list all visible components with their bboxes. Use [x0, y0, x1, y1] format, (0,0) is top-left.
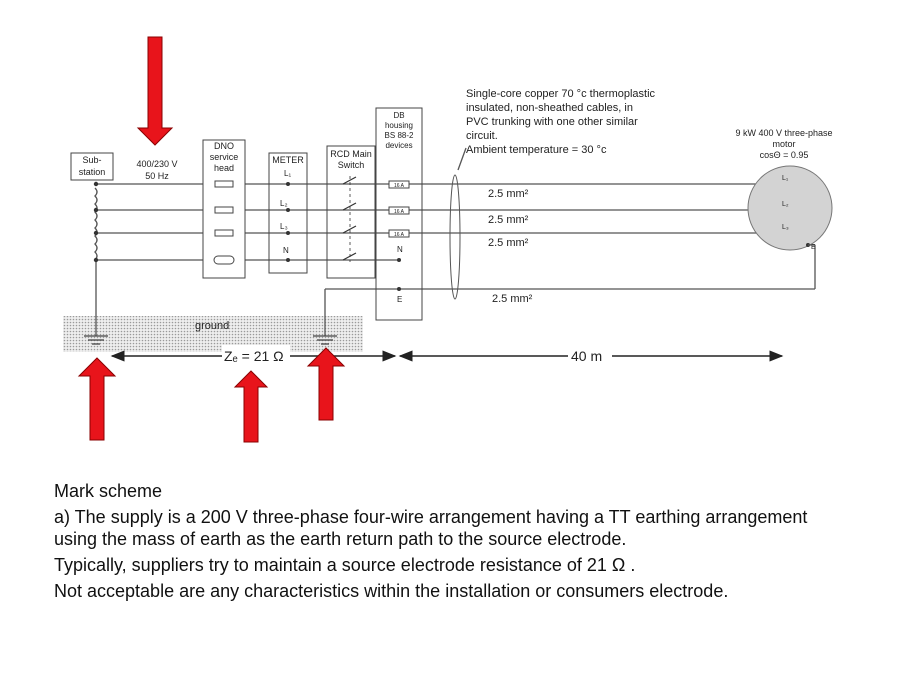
motor-e: E [811, 244, 816, 251]
transformer-winding [94, 187, 98, 261]
db-label-3: BS 88-2 [385, 131, 414, 140]
substation-label-1: Sub- [82, 155, 101, 165]
motor-circle [747, 165, 833, 251]
meter-dot-1 [286, 182, 290, 186]
cable-note-2: insulated, non-sheathed cables, in [466, 102, 633, 114]
ground-label: ground [195, 320, 229, 332]
rcd-label-2: Switch [338, 160, 365, 170]
mark-scheme-heading: Mark scheme [54, 481, 163, 501]
meter-dot-3 [286, 231, 290, 235]
meter-label: METER [272, 155, 304, 165]
db-fuse-3 [388, 229, 410, 238]
rcd-label-1: RCD Main [330, 149, 372, 159]
mark-scheme-line-1: a) The supply is a 200 V three-phase fou… [54, 507, 808, 549]
arrow-up-consumer-electrode [306, 347, 346, 421]
cable-bundle-ring [449, 174, 461, 300]
db-label-4: devices [385, 141, 412, 150]
db-fuse-label-3: 16 A [394, 232, 405, 238]
junction-4 [93, 257, 99, 263]
junction-2 [93, 207, 99, 213]
db-fuse-label-2: 16 A [394, 209, 405, 215]
motor-l1: L₁ [782, 175, 789, 182]
motor-label-2: motor [772, 139, 795, 149]
cable-size-l2: 2.5 mm² [488, 214, 529, 226]
cable-note-3: PVC trunking with one other similar [466, 116, 638, 128]
db-fuse-2 [388, 206, 410, 215]
distance-label-bg [568, 345, 612, 365]
meter-l2: L₂ [280, 199, 288, 208]
motor-l2: L₂ [782, 201, 789, 208]
circuit-diagram: ground Sub- station 400/230 V 50 Hz DNO … [63, 36, 833, 443]
meter-dot-4 [286, 258, 290, 262]
meter-l3: L₃ [280, 222, 288, 231]
substation-box [70, 152, 114, 181]
cable-size-l1: 2.5 mm² [488, 188, 529, 200]
db-fuse-1 [388, 180, 410, 189]
db-e-label: E [397, 295, 402, 304]
mark-scheme-text: Mark scheme a) The supply is a 200 V thr… [54, 480, 854, 606]
dno-label-1: DNO [214, 141, 234, 151]
dno-label-2: service [210, 152, 239, 162]
arrow-up-substation-electrode [77, 357, 117, 441]
junction-3 [93, 230, 99, 236]
db-box [375, 107, 423, 321]
rcd-switch-contacts [342, 176, 357, 262]
cable-size-earth: 2.5 mm² [492, 293, 533, 305]
distance-label: 40 m [571, 348, 602, 364]
meter-box [268, 152, 308, 274]
supply-voltage-label: 400/230 V [136, 159, 177, 169]
meter-n: N [283, 246, 289, 255]
cable-note-1: Single-core copper 70 °c thermoplastic [466, 88, 656, 100]
motor-label-1: 9 kW 400 V three-phase [735, 128, 832, 138]
dno-neutral-link [213, 255, 235, 265]
cable-size-l3: 2.5 mm² [488, 237, 529, 249]
db-fuse-label-1: 16 A [394, 183, 405, 189]
db-n-dot [397, 258, 401, 262]
dno-fuse-2 [214, 206, 234, 214]
motor-label-3: cosΘ = 0.95 [760, 150, 809, 160]
mark-scheme-line-2: Typically, suppliers try to maintain a s… [54, 555, 636, 575]
cable-note-5: Ambient temperature = 30 °c [466, 144, 607, 156]
motor-l3: L₃ [782, 224, 789, 231]
ground-area [63, 316, 363, 352]
db-label-2: housing [385, 121, 413, 130]
db-n-label: N [397, 245, 403, 254]
consumer-electrode [313, 335, 337, 345]
junction-1 [93, 181, 99, 187]
ze-label: Zₑ = 21 Ω [224, 348, 284, 364]
substation-electrode [84, 335, 108, 345]
substation-label-2: station [79, 167, 106, 177]
supply-frequency-label: 50 Hz [145, 171, 169, 181]
cable-note-4: circuit. [466, 130, 498, 142]
db-label-1: DB [393, 111, 404, 120]
arrow-down-supply [136, 36, 174, 146]
cable-note-pointer [457, 147, 467, 171]
db-e-dot [397, 287, 401, 291]
mark-scheme-line-3: Not acceptable are any characteristics w… [54, 581, 729, 601]
arrow-up-ze [233, 370, 269, 443]
dno-label-3: head [214, 163, 234, 173]
dno-fuse-3 [214, 229, 234, 237]
meter-dot-2 [286, 208, 290, 212]
rcd-box [326, 145, 376, 279]
ze-label-bg [222, 345, 290, 365]
meter-l1: L₁ [284, 169, 291, 178]
dno-fuse-1 [214, 180, 234, 188]
